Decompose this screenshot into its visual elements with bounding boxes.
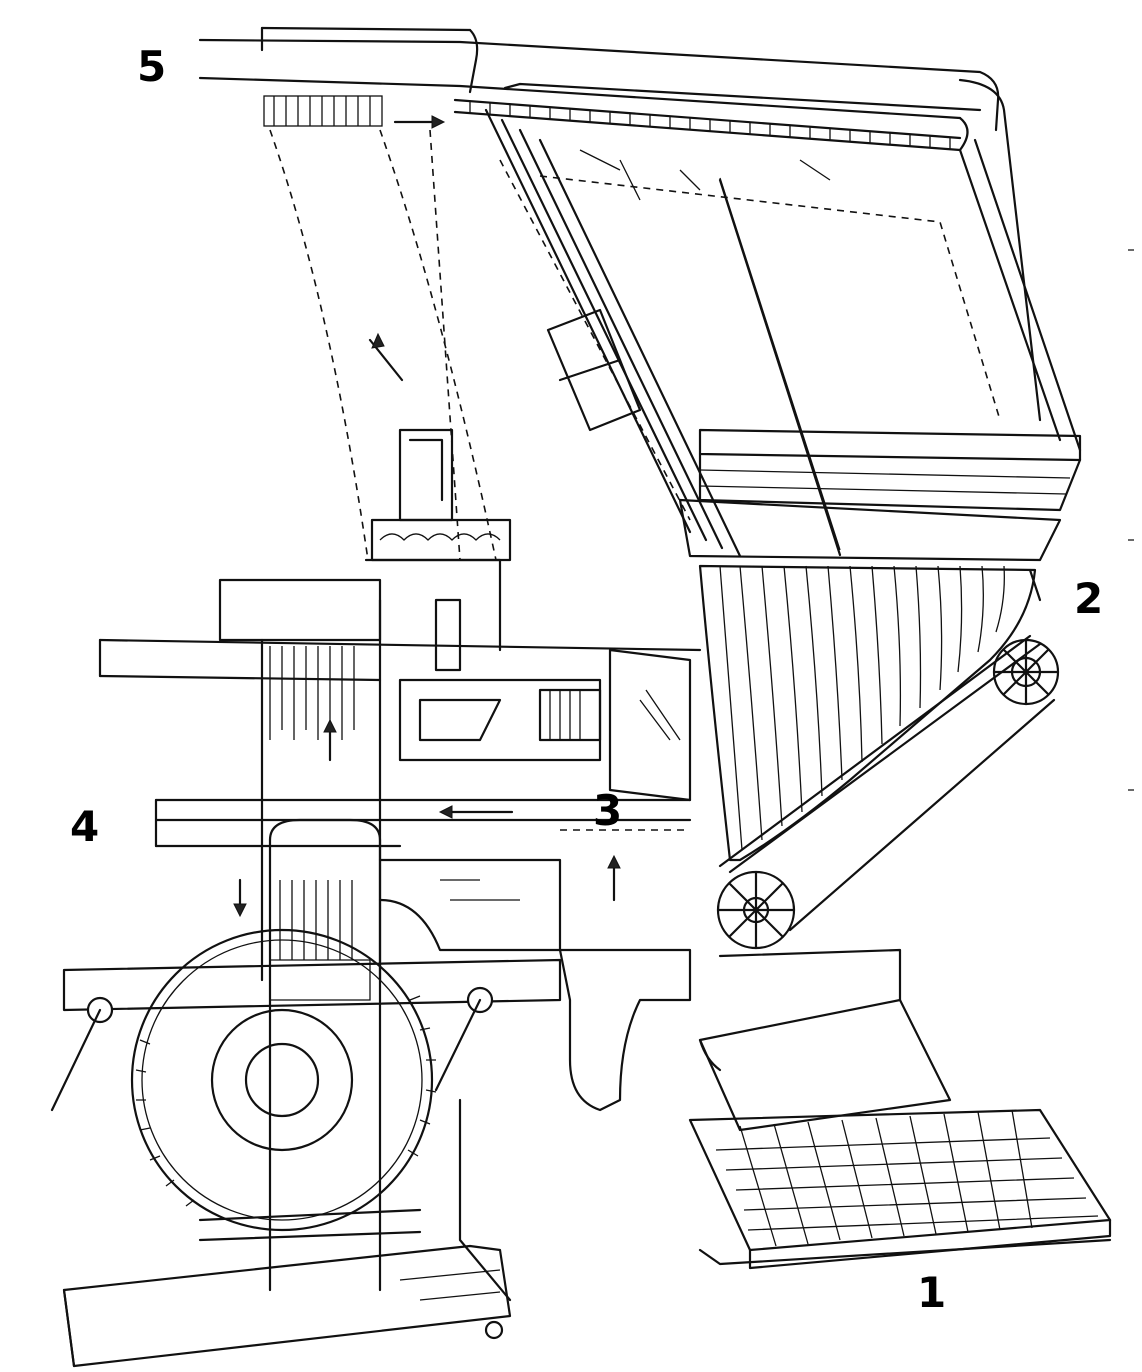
right-casing <box>958 78 1134 791</box>
escapement-fan <box>698 564 1042 862</box>
mold-wheel <box>130 928 437 1232</box>
distributor-chain <box>263 95 962 152</box>
assembler-block <box>98 428 702 982</box>
belt-and-pulleys <box>716 634 1060 950</box>
galley-tray <box>62 1244 512 1368</box>
elevator-path <box>269 129 497 561</box>
keyboard <box>688 948 1112 1270</box>
callout-label-5: 5 <box>137 42 167 91</box>
lower-frame <box>50 818 692 1302</box>
callout-label-2: 2 <box>1074 574 1104 623</box>
top-distributor-rail <box>198 26 1000 152</box>
magazine <box>484 108 1082 562</box>
callout-label-3: 3 <box>593 786 623 835</box>
callout-label-4: 4 <box>70 802 100 851</box>
callout-label-1: 1 <box>917 1268 947 1317</box>
transfer-channel <box>154 798 692 902</box>
